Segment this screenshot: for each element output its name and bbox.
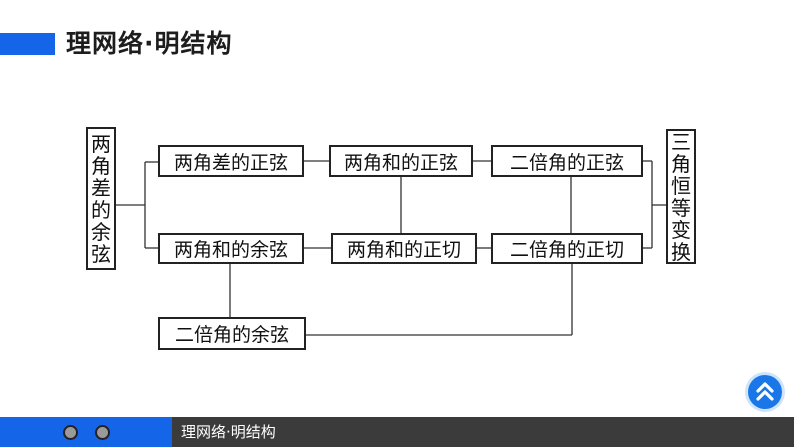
- node-sum-sine: 两角和的正弦: [329, 145, 473, 177]
- node-double-sine: 二倍角的正弦: [491, 145, 643, 177]
- left-box-char: 差: [91, 175, 111, 200]
- footer-accent: [0, 417, 172, 447]
- footer-title: 理网络·明结构: [181, 423, 276, 441]
- right-box-char: 恒: [671, 173, 691, 198]
- footer-bar: 理网络·明结构: [0, 417, 794, 447]
- left-box-char: 两: [91, 131, 111, 156]
- scroll-top-button[interactable]: [748, 375, 782, 409]
- left-box-char: 角: [91, 153, 111, 178]
- double-chevron-up-icon: [756, 382, 774, 401]
- left-box-char: 的: [91, 197, 111, 222]
- node-double-tangent: 二倍角的正切: [491, 233, 643, 264]
- right-box-char: 角: [671, 151, 691, 176]
- right-box-char: 变: [671, 217, 691, 242]
- node-double-cosine: 二倍角的余弦: [158, 317, 306, 350]
- footer-dark: [172, 417, 794, 447]
- next-dot-button[interactable]: [95, 425, 110, 440]
- left-box-char: 弦: [91, 241, 111, 266]
- prev-dot-button[interactable]: [63, 425, 78, 440]
- header-accent-bar: [0, 33, 55, 55]
- left-box-diff-cosine: 两 角 差 的 余 弦: [86, 127, 116, 270]
- right-box-char: 换: [671, 239, 691, 264]
- node-sum-cosine: 两角和的余弦: [158, 233, 304, 264]
- node-diff-sine: 两角差的正弦: [158, 145, 304, 177]
- right-box-char: 等: [671, 195, 691, 220]
- left-box-char: 余: [91, 219, 111, 244]
- page-title: 理网络·明结构: [66, 29, 233, 58]
- node-sum-tangent: 两角和的正切: [331, 233, 477, 264]
- right-box-trig-identity: 三 角 恒 等 变 换: [666, 129, 696, 264]
- right-box-char: 三: [671, 129, 691, 154]
